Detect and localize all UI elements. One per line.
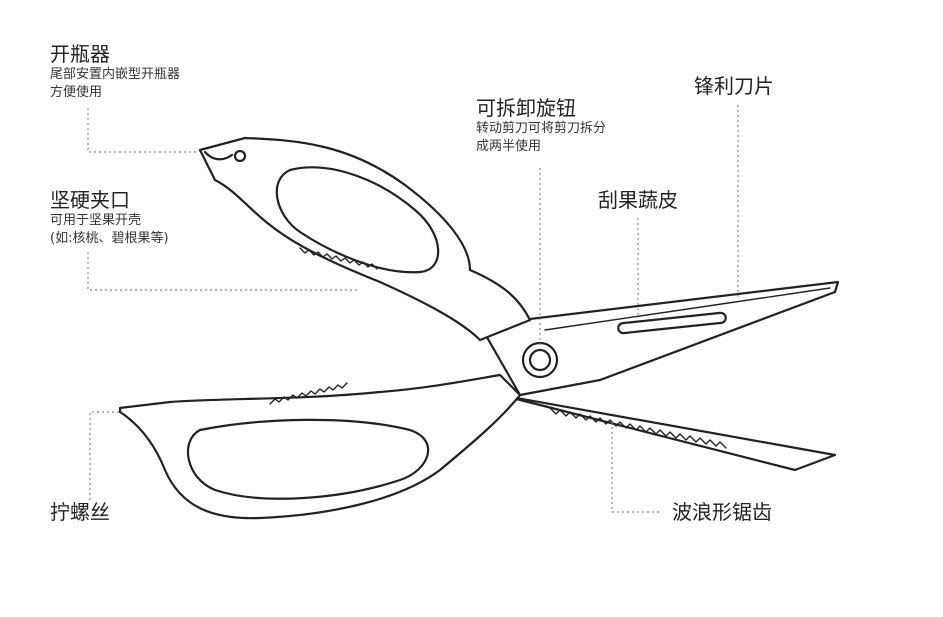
pivot-knob-inner xyxy=(528,348,552,372)
label-nut-clamp: 坚硬夹口 可用于坚果开壳 (如:核桃、碧根果等) xyxy=(50,188,169,248)
upper-grip xyxy=(275,166,440,274)
nut-clamp-title: 坚硬夹口 xyxy=(50,188,130,212)
label-bottle-opener: 开瓶器 尾部安置内嵌型开瓶器 方便使用 xyxy=(50,42,180,102)
nut-clamp-desc-2: (如:核桃、碧根果等) xyxy=(50,231,169,246)
nut-clamp-teeth-upper xyxy=(299,247,378,270)
sharp-blade-title: 锋利刀片 xyxy=(694,74,774,98)
label-screwdriver: 拧螺丝 xyxy=(50,500,110,524)
lower-blade xyxy=(498,393,837,472)
label-serrated-edge: 波浪形锯齿 xyxy=(672,500,772,524)
screwdriver-title: 拧螺丝 xyxy=(50,500,110,524)
bottle-opener-hole xyxy=(233,149,247,163)
bottle-opener-desc-1: 尾部安置内嵌型开瓶器 xyxy=(50,67,181,82)
peeler-title: 刮果蔬皮 xyxy=(598,188,678,212)
leader-bottle-opener xyxy=(87,108,198,153)
serrated-edge-title: 波浪形锯齿 xyxy=(672,500,772,524)
leader-screwdriver xyxy=(89,411,122,500)
detach-knob-desc-2: 成两半使用 xyxy=(476,139,542,154)
label-peeler: 刮果蔬皮 xyxy=(598,188,678,212)
nut-clamp-teeth-lower xyxy=(269,382,348,405)
lower-grip xyxy=(186,418,430,500)
leader-nut-clamp xyxy=(87,252,360,291)
label-sharp-blade: 锋利刀片 xyxy=(694,74,774,98)
blade-edge xyxy=(544,287,831,331)
detach-knob-title: 可拆卸旋钮 xyxy=(476,96,576,120)
pivot-knob-outer xyxy=(521,341,559,379)
detach-knob-desc-1: 转动剪刀可将剪刀拆分 xyxy=(476,121,607,136)
peeler-slot xyxy=(617,311,727,335)
upper-blade xyxy=(478,280,840,397)
nut-clamp-desc-1: 可用于坚果开壳 xyxy=(50,213,142,228)
bottle-opener-desc-2: 方便使用 xyxy=(50,85,103,100)
label-detach-knob: 可拆卸旋钮 转动剪刀可将剪刀拆分 成两半使用 xyxy=(476,96,606,156)
bottle-opener-notch xyxy=(203,150,234,161)
leader-serrated xyxy=(611,422,662,513)
bottle-opener-title: 开瓶器 xyxy=(50,42,110,66)
serrated-teeth xyxy=(549,407,727,449)
